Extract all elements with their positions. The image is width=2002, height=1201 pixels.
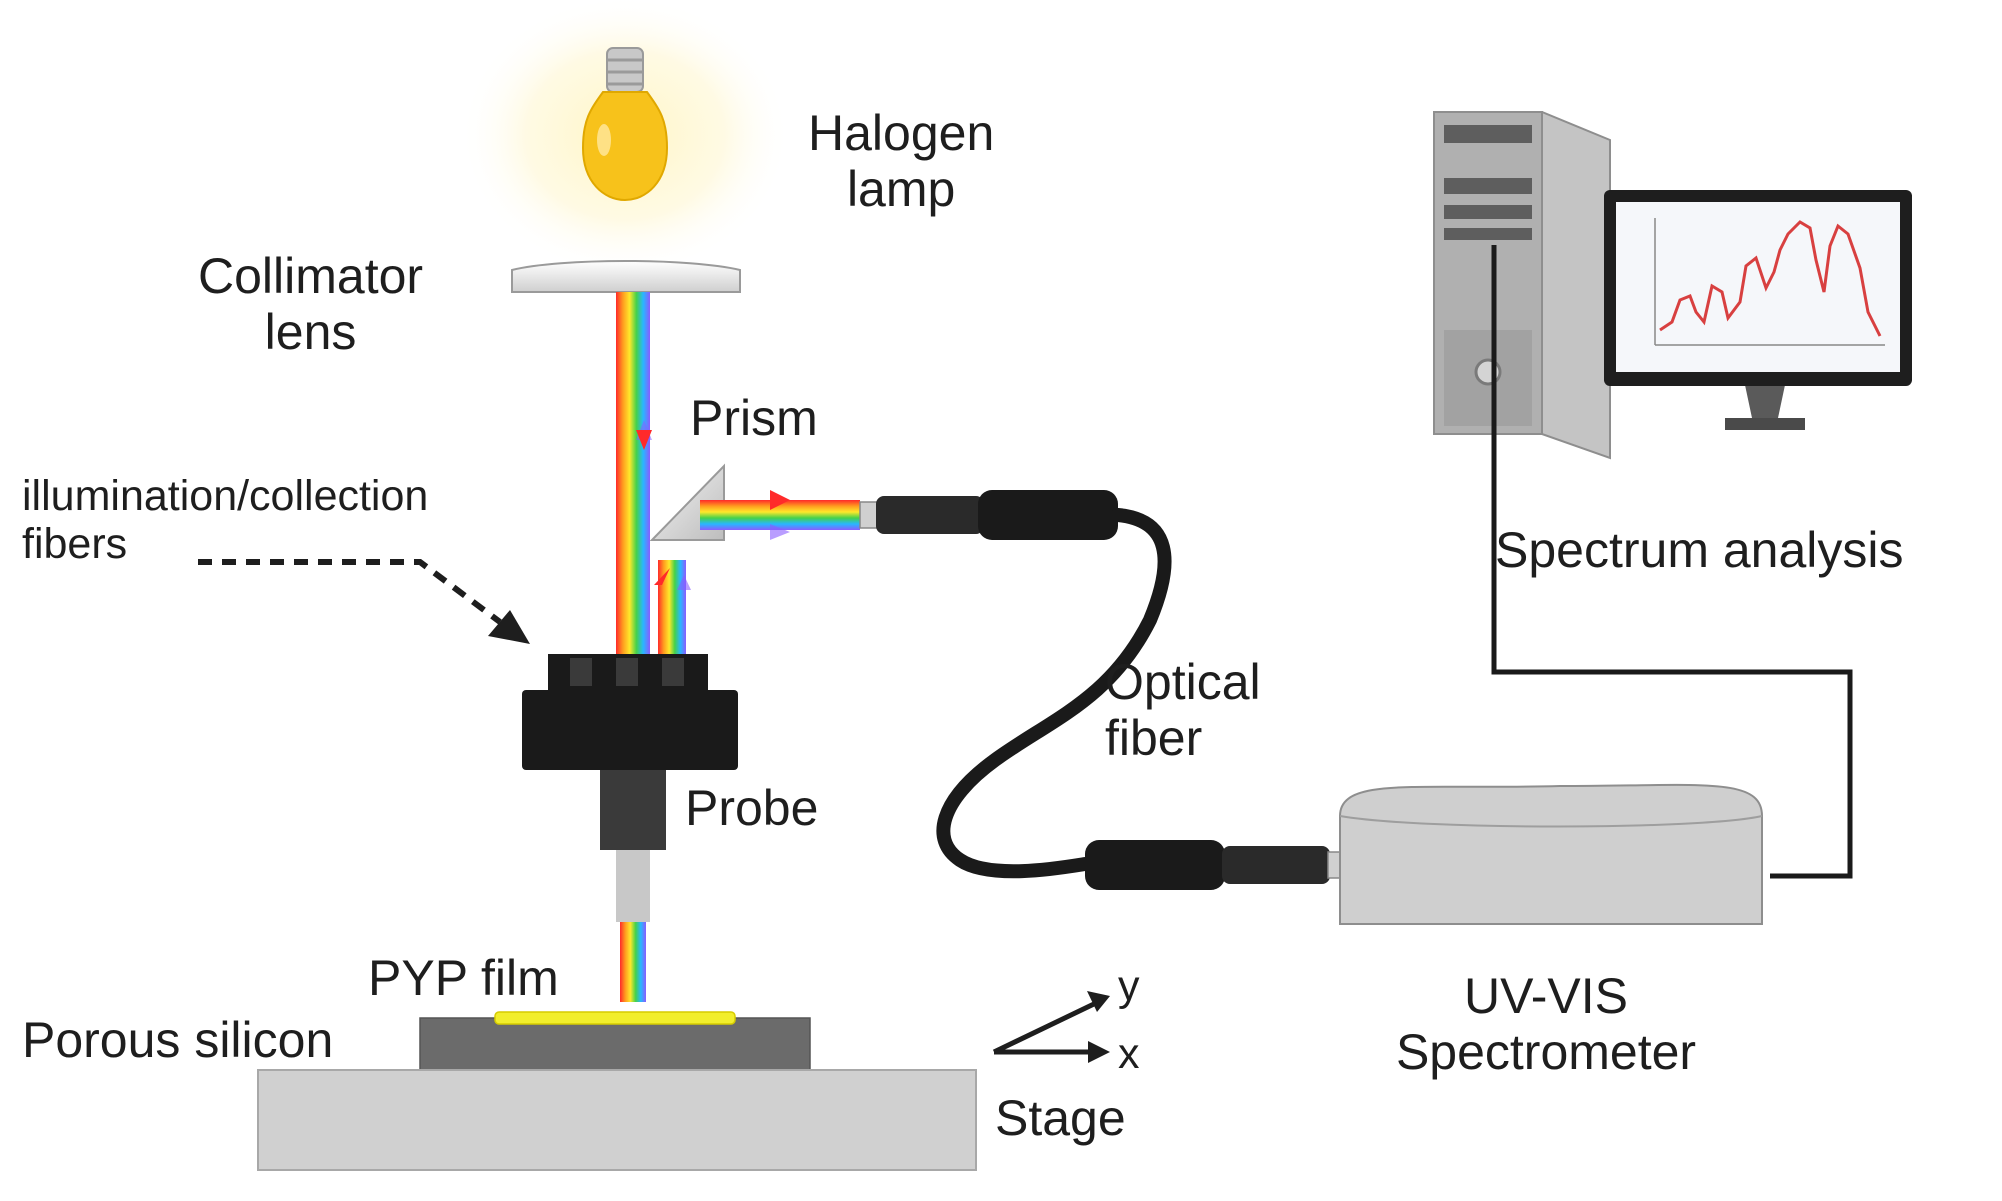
label-optical-fiber: Optical fiber [1105,654,1261,766]
light-bulb-icon [581,47,669,202]
collimator-lens-shape [511,260,741,293]
label-pyp-film: PYP film [368,950,559,1006]
fibers-pointer-arrow [198,559,530,644]
stage-block [257,1069,977,1171]
horizontal-arrow-red [770,490,790,510]
label-illumination-fibers: illumination/collection fibers [22,472,428,568]
label-halogen-lamp: Halogen lamp [808,105,994,217]
data-cable [1491,245,1853,879]
beam-lamp-to-probe [616,292,650,654]
label-illumination-fibers-line1: illumination/collection [22,472,429,520]
optical-fiber-cable [859,490,1347,890]
label-spectrum-analysis: Spectrum analysis [1495,522,1904,578]
label-illumination-fibers-line2: fibers [22,520,128,569]
label-axis-x: x [1118,1030,1140,1078]
label-collimator-lens: Collimator lens [198,248,423,360]
horizontal-arrow-violet [770,524,790,540]
stage-axes [992,991,1110,1063]
pyp-film-layer [494,1011,736,1025]
label-stage: Stage [995,1090,1126,1146]
label-collimator-lens-line2: lens [264,304,357,360]
label-spectrometer-line2: Spectrometer [1395,1024,1697,1080]
label-optical-fiber-line2: fiber [1105,710,1203,766]
beam-probe-to-prism [658,560,686,654]
label-axis-y: y [1118,962,1140,1010]
spectrometer-body [1339,783,1763,925]
label-halogen-lamp-line1: Halogen [808,105,995,161]
beam-probe-to-sample [620,922,646,1002]
desktop-computer-icon [1433,111,1611,460]
porous-silicon-layer [419,1017,811,1071]
label-collimator-lens-line1: Collimator [198,248,424,304]
spectrometer-edge [1339,815,1763,828]
label-optical-fiber-line1: Optical [1105,654,1261,710]
label-halogen-lamp-line2: lamp [846,161,956,217]
return-arrow-red [654,568,670,585]
return-arrow-violet [677,575,691,590]
probe-shape [522,654,738,922]
label-porous-silicon: Porous silicon [22,1012,334,1068]
label-uv-vis-spectrometer: UV-VIS Spectrometer [1366,968,1726,1080]
beam-arrow-red [636,430,652,450]
label-prism: Prism [690,390,818,446]
label-probe: Probe [685,780,819,836]
monitor-icon [1604,190,1912,430]
label-spectrometer-line1: UV-VIS [1464,968,1628,1024]
